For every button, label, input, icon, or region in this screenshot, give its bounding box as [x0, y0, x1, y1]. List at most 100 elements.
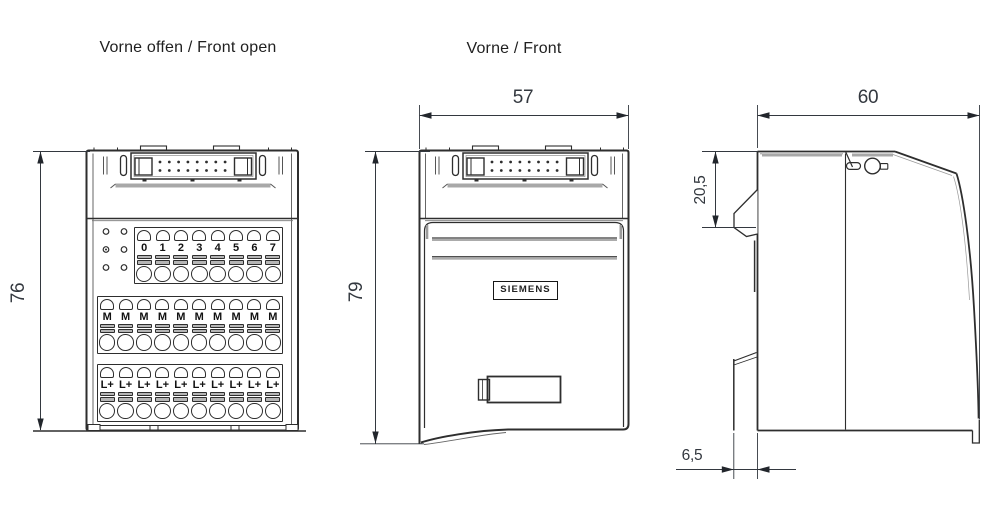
dimension-label-6-5: 6,5 [681, 447, 703, 464]
terminal-screw-hole [209, 334, 226, 351]
terminal-label: L+ [137, 379, 151, 391]
bottom-hook [971, 419, 980, 444]
terminal-cell: L+ [264, 365, 282, 421]
terminal-release-slot [173, 230, 188, 241]
terminal-clamp [173, 392, 189, 403]
front-outline [418, 149, 630, 444]
terminal-clamp [191, 323, 207, 335]
dimension-label-76: 76 [8, 282, 29, 304]
terminal-release-slot [100, 367, 115, 378]
terminal-screw-hole [227, 265, 245, 283]
terminal-screw-hole [246, 265, 263, 283]
io-connector [93, 145, 293, 189]
terminal-label: M [176, 310, 186, 323]
dimension-label-57: 57 [512, 87, 534, 108]
terminal-release-slot [247, 230, 262, 241]
terminal-label: L+ [119, 379, 133, 391]
terminal-cell: 7 [264, 228, 282, 283]
terminal-label: L+ [266, 379, 280, 391]
terminal-release-slot [265, 367, 280, 378]
terminal-label: M [213, 310, 223, 323]
terminal-cell: L+ [227, 365, 245, 421]
terminal-release-slot [247, 367, 262, 378]
front-open-view-title: Vorne offen / Front open [99, 39, 277, 56]
terminal-release-slot [155, 367, 170, 378]
terminal-release-slot [192, 367, 207, 378]
dimension-label-79: 79 [346, 281, 367, 303]
terminal-cell: L+ [190, 365, 208, 421]
terminal-release-slot [100, 298, 115, 310]
terminal-screw-hole [98, 402, 116, 420]
terminal-screw-hole [227, 402, 245, 420]
terminal-clamp [246, 255, 262, 266]
dimension-79 [360, 151, 430, 445]
terminal-label: L+ [174, 379, 188, 391]
terminal-screw-hole [172, 334, 190, 351]
terminal-screw-hole [98, 334, 116, 351]
terminal-release-slot [137, 298, 152, 310]
terminal-label: M [194, 310, 204, 323]
terminal-screw-hole [191, 265, 208, 283]
terminal-screw-hole [190, 334, 208, 351]
front-view-title: Vorne / Front [466, 40, 562, 57]
terminal-screw-hole [246, 402, 263, 420]
terminal-cell: 4 [209, 228, 227, 283]
terminal-label: M [157, 310, 167, 323]
terminal-release-slot [155, 298, 170, 310]
terminal-cell: M [227, 297, 245, 353]
terminal-cell: M [172, 297, 190, 353]
terminal-release-slot [265, 230, 280, 241]
terminal-release-slot [118, 367, 133, 378]
terminal-screw-hole [135, 402, 153, 420]
terminal-screw-hole [209, 402, 226, 420]
terminal-clamp [191, 255, 207, 266]
terminal-release-slot [155, 230, 170, 241]
dimension-label-20-5: 20,5 [692, 175, 709, 205]
terminal-release-slot [173, 367, 188, 378]
front-view [360, 105, 630, 445]
terminal-clamp [265, 323, 281, 335]
flap-vent-lines [432, 237, 617, 260]
terminal-clamp [265, 392, 281, 403]
dimension-label-60: 60 [857, 87, 879, 108]
terminal-cell: 6 [245, 228, 263, 283]
terminal-cell: L+ [153, 365, 171, 421]
terminal-cell: L+ [98, 365, 116, 421]
front-flap-side [733, 351, 758, 431]
terminal-release-slot [192, 298, 207, 310]
terminal-clamp [118, 323, 134, 335]
terminal-screw-hole [190, 402, 208, 420]
terminal-release-slot [247, 298, 262, 310]
terminal-cell: L+ [245, 365, 263, 421]
front-flap [423, 221, 625, 428]
terminal-release-slot [210, 298, 225, 310]
led-indicators [102, 228, 128, 271]
terminal-release-slot [229, 230, 244, 241]
terminal-release-slot [192, 230, 207, 241]
terminal-screw-hole [264, 402, 282, 420]
terminal-screw-hole [172, 265, 190, 283]
terminal-clamp [246, 323, 262, 335]
terminal-screw-hole [154, 265, 171, 283]
terminal-clamp [99, 392, 115, 403]
terminal-clamp [136, 255, 152, 266]
terminal-clamp [136, 323, 152, 335]
terminal-clamp [228, 255, 244, 266]
terminal-release-slot [229, 298, 244, 310]
terminal-release-slot [118, 298, 133, 310]
terminal-label: L+ [100, 379, 114, 391]
terminal-label: M [102, 310, 112, 323]
terminal-screw-hole [227, 334, 245, 351]
terminal-cell: M [190, 297, 208, 353]
terminal-label: 2 [177, 242, 184, 254]
terminal-clamp [99, 323, 115, 335]
terminal-release-slot [265, 298, 280, 310]
terminal-clamp [265, 255, 281, 266]
terminal-label: 5 [233, 242, 240, 254]
terminal-label: 4 [214, 242, 221, 254]
label-slot [477, 375, 562, 404]
terminal-release-slot [229, 367, 244, 378]
